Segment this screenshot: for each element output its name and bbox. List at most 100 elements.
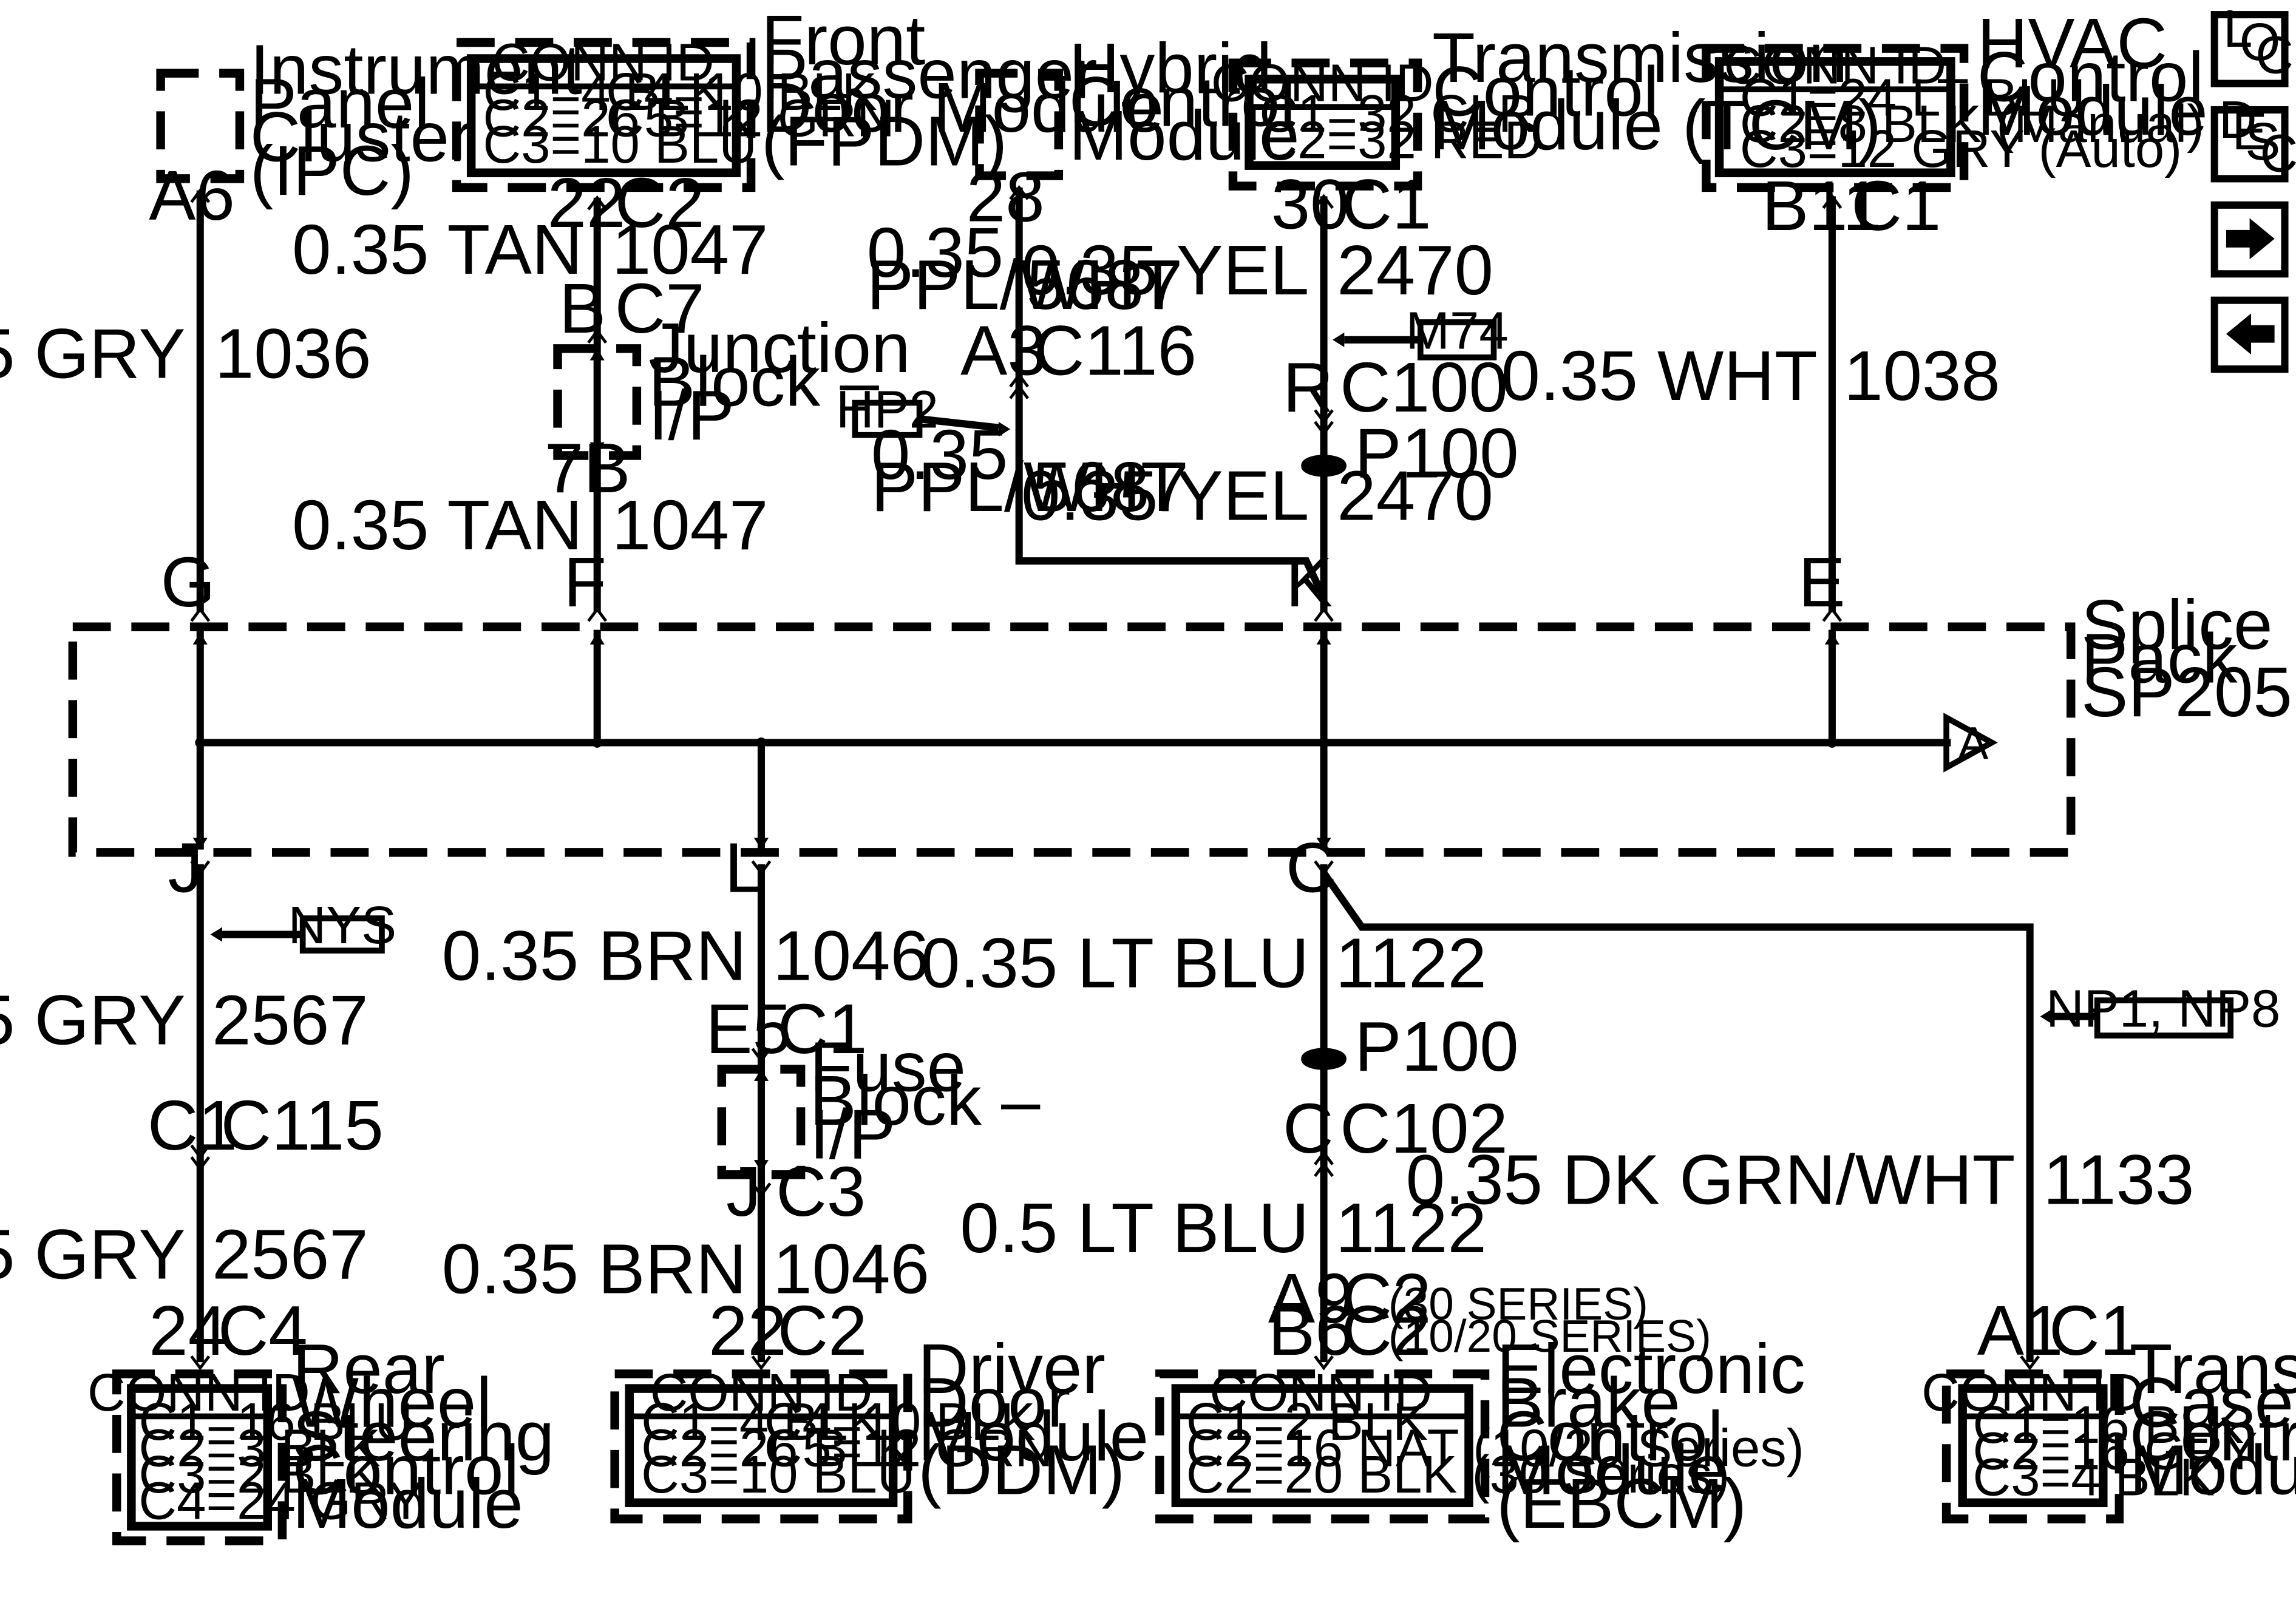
conn-id-row: C1=16 BLU xyxy=(138,1392,412,1451)
pin-label: 22 xyxy=(708,1291,787,1370)
module-label: Control xyxy=(293,1430,519,1509)
pin-label: 30 xyxy=(1271,164,1350,243)
connector-label: C4 xyxy=(218,1291,308,1370)
passthrough-label: P100 xyxy=(1354,414,1518,493)
svg-text:D: D xyxy=(2219,90,2257,149)
pin-label: A6 xyxy=(149,156,235,235)
module-label: Module xyxy=(1977,71,2208,150)
series-note: (30 SERIES) xyxy=(1388,1278,1648,1329)
circuit-1038: B11 C1 0.35 WHT 1038 E xyxy=(1501,166,2000,622)
module-label: Door Module xyxy=(761,68,1164,147)
module-label: (DDM) xyxy=(918,1430,1125,1509)
module-label: Block – xyxy=(810,1061,1041,1140)
connector-label: C2 xyxy=(778,1291,868,1370)
wire-color-label: 0.35 TAN xyxy=(292,486,583,564)
circuit-number-label: 1036 xyxy=(215,314,372,393)
conn-id-row: C3=10 BLU xyxy=(483,115,756,174)
fuse-block-ip: Fuse Block – I/P xyxy=(717,1028,1041,1179)
circuit-number-label: 1046 xyxy=(773,1230,929,1309)
splice-pin-label: L xyxy=(725,829,764,907)
svg-text:C: C xyxy=(2255,26,2294,85)
fpdm-module: CONN ID C1=4 BLK C4=10 BLK C2=26 BLK C5=… xyxy=(452,1,1164,192)
circuit-number-label: 1122 xyxy=(1336,1188,1487,1267)
module-label: Rear xyxy=(293,1329,445,1408)
option-box-m74 xyxy=(1418,319,1497,361)
conn-id-title: CONN ID xyxy=(87,1363,310,1422)
wire-color-label: 0.35 DK GRN/WHT xyxy=(1406,1141,2016,1219)
conn-id-title: CONN ID xyxy=(650,1363,873,1422)
description-button[interactable]: D E S C xyxy=(2210,90,2296,183)
module-label: Transfer xyxy=(2130,1329,2296,1408)
module-label: Brake xyxy=(1496,1363,1680,1442)
module-label: Module xyxy=(293,1464,523,1543)
splice-label: Splice xyxy=(2081,585,2272,664)
conn-id-row: C4=10 BLK xyxy=(606,63,877,121)
pin-label: A1 xyxy=(1977,1291,2063,1370)
connector-label: C102 xyxy=(1340,1089,1508,1168)
conn-id-row: C3=2 BLK xyxy=(138,1445,380,1504)
module-label: Cluster xyxy=(250,97,473,176)
circuit-5687: 28 0.35 PPL/WHT 5687 A3 C116 0.35 PPL/WH… xyxy=(836,157,1328,600)
wire-color-label: 0.35 xyxy=(867,213,1004,292)
circuit-number-label: 1047 xyxy=(612,210,769,289)
pin-label: 24 xyxy=(149,1291,227,1370)
pin-label: E5 xyxy=(705,989,792,1068)
connector-label: C100 xyxy=(1340,348,1508,427)
transfer-case-shift-module: CONN ID C1=16 BLK C2=16 GRY C3=4 BLK Tra… xyxy=(1921,1329,2296,1524)
svg-text:L: L xyxy=(2223,0,2252,58)
module-label: Control xyxy=(1977,38,2204,117)
option-label: HP2 xyxy=(836,381,939,439)
offpage-a-triangle xyxy=(1943,713,1998,773)
circuit-2470: 30 C1 0.35 YEL 2470 R C100 P100 0.35 YEL… xyxy=(1021,164,1519,622)
module-label: Door xyxy=(918,1363,1070,1442)
circuit-1046: L 0.35 BRN 1046 E5 C1 J C3 0.35 BRN 1046… xyxy=(442,829,929,1371)
circuit-number-label: 2470 xyxy=(1337,456,1493,535)
circuit-number-label: 5687 xyxy=(1032,447,1189,526)
splice-pin-label: J xyxy=(168,829,203,907)
circuit-number-label: 1133 xyxy=(2043,1141,2194,1219)
connector-label: C2 xyxy=(1342,1259,1432,1338)
wire-color-label: 0.35 BRN xyxy=(442,916,747,995)
module-label: Steering xyxy=(293,1397,554,1476)
splice-pin-label: C xyxy=(1286,829,1337,907)
arrow-right-icon xyxy=(2226,218,2275,260)
hvac-module: CONN ID C1=24 LT BLU C2=8 BLK (Manual) C… xyxy=(1702,4,2208,192)
conn-id-row: C1=32 CLR xyxy=(1259,84,1536,143)
wire-color-label: 0.35 WHT xyxy=(1501,336,1817,415)
forward-button[interactable] xyxy=(2210,201,2289,278)
module-label: Control xyxy=(1496,1397,1723,1476)
pin-label: 28 xyxy=(966,157,1045,236)
wire-color-label: 0.5 LT BLU xyxy=(960,1188,1309,1267)
module-label: Module (TCM) xyxy=(1432,86,1881,164)
wire-color-label: 0.35 BRN xyxy=(442,1230,747,1309)
svg-text:E: E xyxy=(2232,102,2267,161)
tcm-module: CONN ID C1=32 CLR C2=32 RED Transmission… xyxy=(1211,18,1881,191)
back-button[interactable] xyxy=(2210,296,2289,373)
option-label: M74 xyxy=(1406,301,1509,360)
wire-color-label: 0.35 TAN xyxy=(292,210,583,289)
circuit-1036: A6 0.35 GRY 1036 G xyxy=(0,156,372,622)
conn-id-row: C2=32 RED xyxy=(1259,111,1542,170)
module-label: Block – xyxy=(648,342,879,421)
junction-block-ip: Junction Block – I/P xyxy=(553,308,911,460)
pin-label: R xyxy=(1283,348,1334,427)
wire-color-label: 0.35 GRY xyxy=(0,980,186,1059)
module-label: Wheel xyxy=(293,1363,492,1442)
conn-id-row: C1=16 BLK xyxy=(1973,1395,2244,1454)
location-button[interactable]: L O C xyxy=(2210,0,2294,87)
wire-color-label: PPL/WHT xyxy=(871,447,1184,526)
module-label: Fuse xyxy=(810,1028,966,1107)
connector-label: C7 xyxy=(615,269,705,348)
module-label: I/P xyxy=(810,1095,896,1174)
module-label: Panel xyxy=(250,64,430,143)
pin-label: B11 xyxy=(1762,166,1881,245)
option-label: NP1, NP8 xyxy=(2046,980,2280,1039)
circuit-1133: NP1, NP8 0.35 DK GRN/WHT 1133 A1 C1 xyxy=(1320,870,2280,1370)
connector-label: C1 xyxy=(1342,164,1432,243)
module-label: (FPDM) xyxy=(761,102,1007,181)
pin-label: 22 xyxy=(548,163,626,242)
conn-id-row: C2=8 BLK (Manual) xyxy=(1740,95,2204,154)
conn-id-row: C3=4 BLK xyxy=(1973,1448,2215,1507)
conn-id-row: C4=24 GRY xyxy=(138,1471,423,1530)
pin-label: C xyxy=(1283,1089,1334,1168)
